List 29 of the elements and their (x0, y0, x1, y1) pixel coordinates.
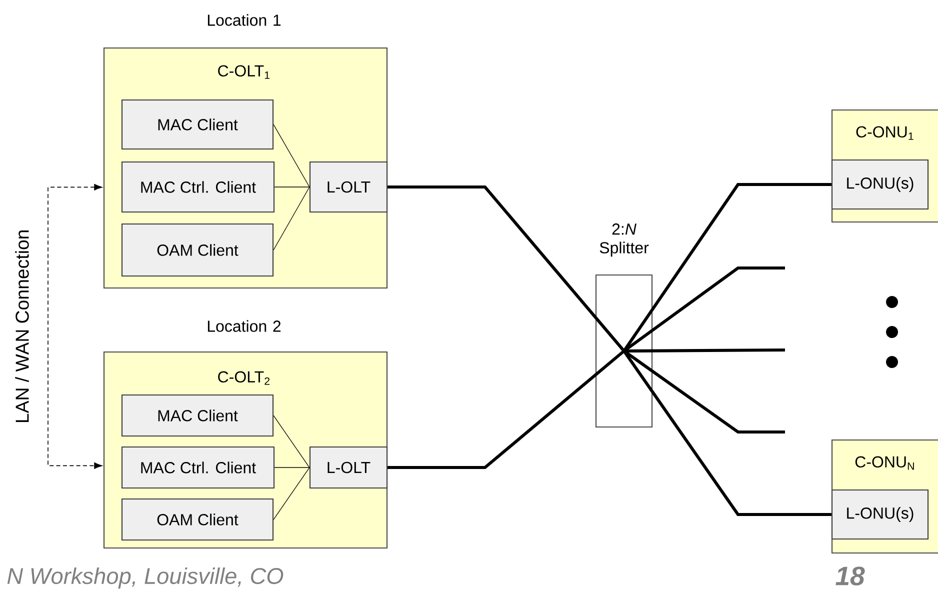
footer-text: N Workshop, Louisville, CO (7, 567, 284, 589)
process-box: L-ONU(s) (831, 489, 929, 540)
process-box: L-OLT (309, 446, 388, 489)
connection-line (388, 185, 626, 352)
page-number: 18 (836, 566, 865, 586)
node-label: 2:N Splitter (600, 223, 649, 257)
connection-line (273, 124, 310, 188)
connection-line (274, 467, 310, 468)
process-box: OAM Client (121, 498, 274, 541)
splitter-box: 2:N Splitter (595, 223, 653, 428)
node-label: Location 1 (208, 14, 281, 26)
arrow (48, 184, 102, 469)
process-box: MAC Client (121, 99, 274, 150)
process-box: MAC Ctrl. Client (121, 161, 275, 213)
node-label: Location 2 (208, 320, 281, 332)
connection-line (273, 467, 310, 520)
edge-label: LAN / WAN Connection (14, 228, 30, 425)
process-box: L-OLT (309, 161, 388, 213)
connection-line (624, 348, 786, 353)
process-box: L-ONU(s) (831, 159, 929, 210)
connection-line (273, 415, 310, 468)
process-box: OAM Client (121, 223, 274, 277)
process-box: MAC Client (121, 394, 274, 437)
connection-line (622, 350, 832, 516)
connection-line (622, 182, 832, 352)
connection-line (273, 186, 310, 250)
process-box: MAC Ctrl. Client (121, 446, 275, 489)
connection-line (274, 186, 310, 188)
connection-line (388, 350, 625, 470)
